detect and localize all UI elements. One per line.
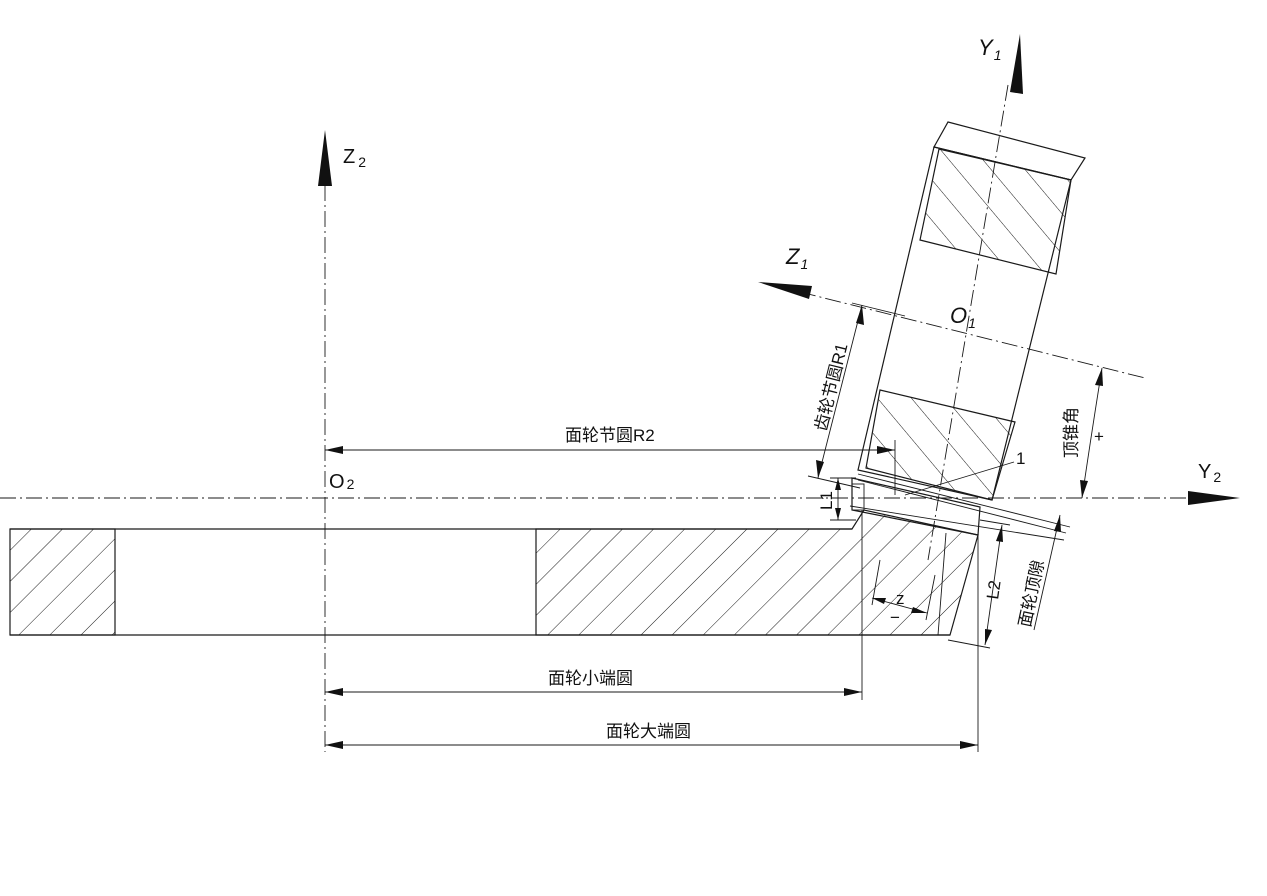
tip-cone-angle-label: 顶锥角	[1062, 407, 1081, 458]
face-gear-small-end-dimension: 面轮小端圆	[325, 510, 863, 700]
origin-o1-label: O1	[950, 303, 976, 331]
y2-axis-arrow	[1188, 491, 1240, 505]
l2-label: L2	[983, 579, 1004, 600]
l1-dimension: L1	[817, 477, 856, 521]
z1-axis-line	[799, 291, 1146, 379]
y1-axis-line	[927, 84, 1009, 561]
mesh-region	[849, 473, 1071, 541]
face-gear-pitch-radius-label: 面轮节圆R2	[565, 426, 655, 445]
gear-pitch-radius-label: 齿轮节圆R1	[811, 341, 851, 433]
z1-axis-label: Z1	[785, 244, 808, 272]
callout-1: 1	[904, 449, 1025, 496]
l2-dimension: L2	[947, 519, 1011, 649]
tip-clearance-label: 面轮顶隙	[1015, 558, 1048, 628]
face-gear-hatch-left	[9, 528, 116, 636]
face-gear-body	[9, 509, 979, 636]
pinion-hatch-top	[919, 148, 1072, 275]
z-minus-sign: −	[890, 608, 900, 627]
l1-label: L1	[817, 491, 836, 510]
z1-axis-arrow	[758, 282, 812, 299]
pinion-hatch-bottom	[865, 389, 1016, 501]
face-gear-pitch-radius-dimension: 面轮节圆R2	[325, 426, 896, 495]
face-gear-large-end-label: 面轮大端圆	[606, 722, 691, 741]
tip-cone-angle-plus: +	[1094, 427, 1104, 446]
z-label: z	[896, 589, 905, 608]
face-gear-large-end-dimension: 面轮大端圆	[325, 535, 979, 752]
z-dimension: z −	[871, 559, 936, 627]
y1-axis-label: Y1	[978, 35, 1001, 63]
pinion	[857, 121, 1086, 501]
y1-axis-arrow	[1010, 34, 1023, 94]
face-gear-small-end-label: 面轮小端圆	[548, 669, 633, 688]
callout-1-label: 1	[1016, 449, 1025, 468]
tip-clearance-dimension: 面轮顶隙	[1015, 514, 1061, 631]
tip-cone-angle-dimension: 顶锥角 +	[1062, 367, 1104, 499]
face-gear-hatch-right	[535, 509, 979, 636]
z2-axis-arrow	[318, 130, 332, 186]
